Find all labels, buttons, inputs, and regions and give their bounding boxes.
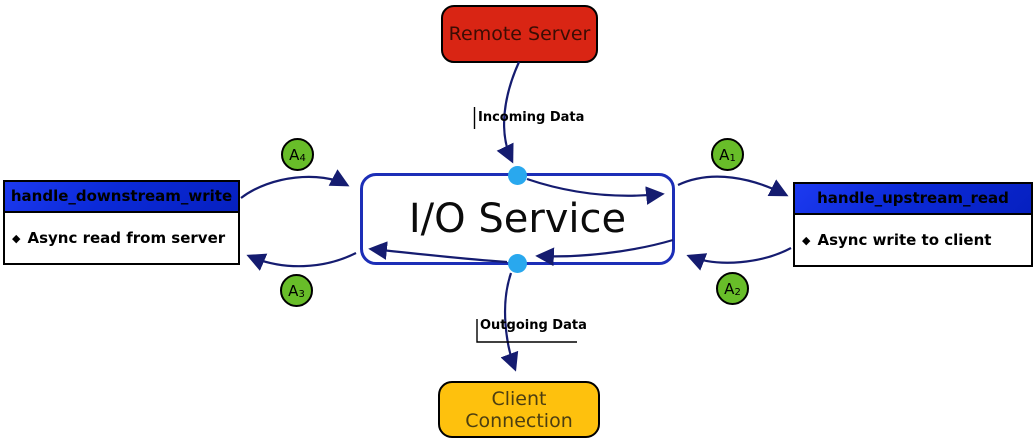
handler-downstream-write-title: handle_downstream_write	[5, 182, 238, 213]
node-io-service-label: I/O Service	[408, 196, 627, 242]
diamond-bullet-icon: ◆	[12, 231, 21, 245]
outgoing-data-label: Outgoing Data	[480, 318, 587, 333]
handler-upstream-read-title: handle_upstream_read	[795, 184, 1031, 215]
handler-downstream-write-detail: Async read from server	[27, 229, 226, 247]
handler-downstream-write-body: ◆ Async read from server	[5, 213, 238, 263]
annotation-a4-subscript: 4	[299, 152, 306, 164]
node-remote-server-label: Remote Server	[448, 23, 591, 45]
annotation-a2-label: A	[724, 279, 735, 298]
annotation-a3-subscript: 3	[298, 288, 305, 300]
diamond-bullet-icon: ◆	[802, 233, 811, 247]
annotation-a3-label: A	[288, 281, 299, 300]
handler-upstream-read-detail: Async write to client	[817, 231, 992, 249]
edge-upstream-read-to-io	[686, 247, 792, 271]
node-remote-server: Remote Server	[441, 5, 598, 63]
annotation-a2-subscript: 2	[734, 286, 741, 298]
edge-io-to-upstream-read	[677, 175, 789, 197]
node-client-connection: Client Connection	[438, 381, 600, 438]
edge-downstream-write-to-io	[240, 169, 350, 199]
node-io-service: I/O Service	[360, 173, 675, 265]
node-client-connection-label: Client Connection	[465, 387, 573, 432]
handler-downstream-write-box: handle_downstream_write ◆ Async read fro…	[3, 180, 240, 265]
annotation-a1-subscript: 1	[729, 152, 736, 164]
handler-upstream-read-box: handle_upstream_read ◆ Async write to cl…	[793, 182, 1033, 267]
io-input-port-dot	[508, 166, 527, 185]
handler-upstream-read-body: ◆ Async write to client	[795, 215, 1031, 265]
edge-io-to-downstream-write	[246, 252, 357, 271]
io-output-port-dot	[508, 254, 527, 273]
annotation-a1-label: A	[719, 145, 730, 164]
incoming-data-label: Incoming Data	[478, 110, 585, 125]
annotation-a4-label: A	[289, 145, 300, 164]
